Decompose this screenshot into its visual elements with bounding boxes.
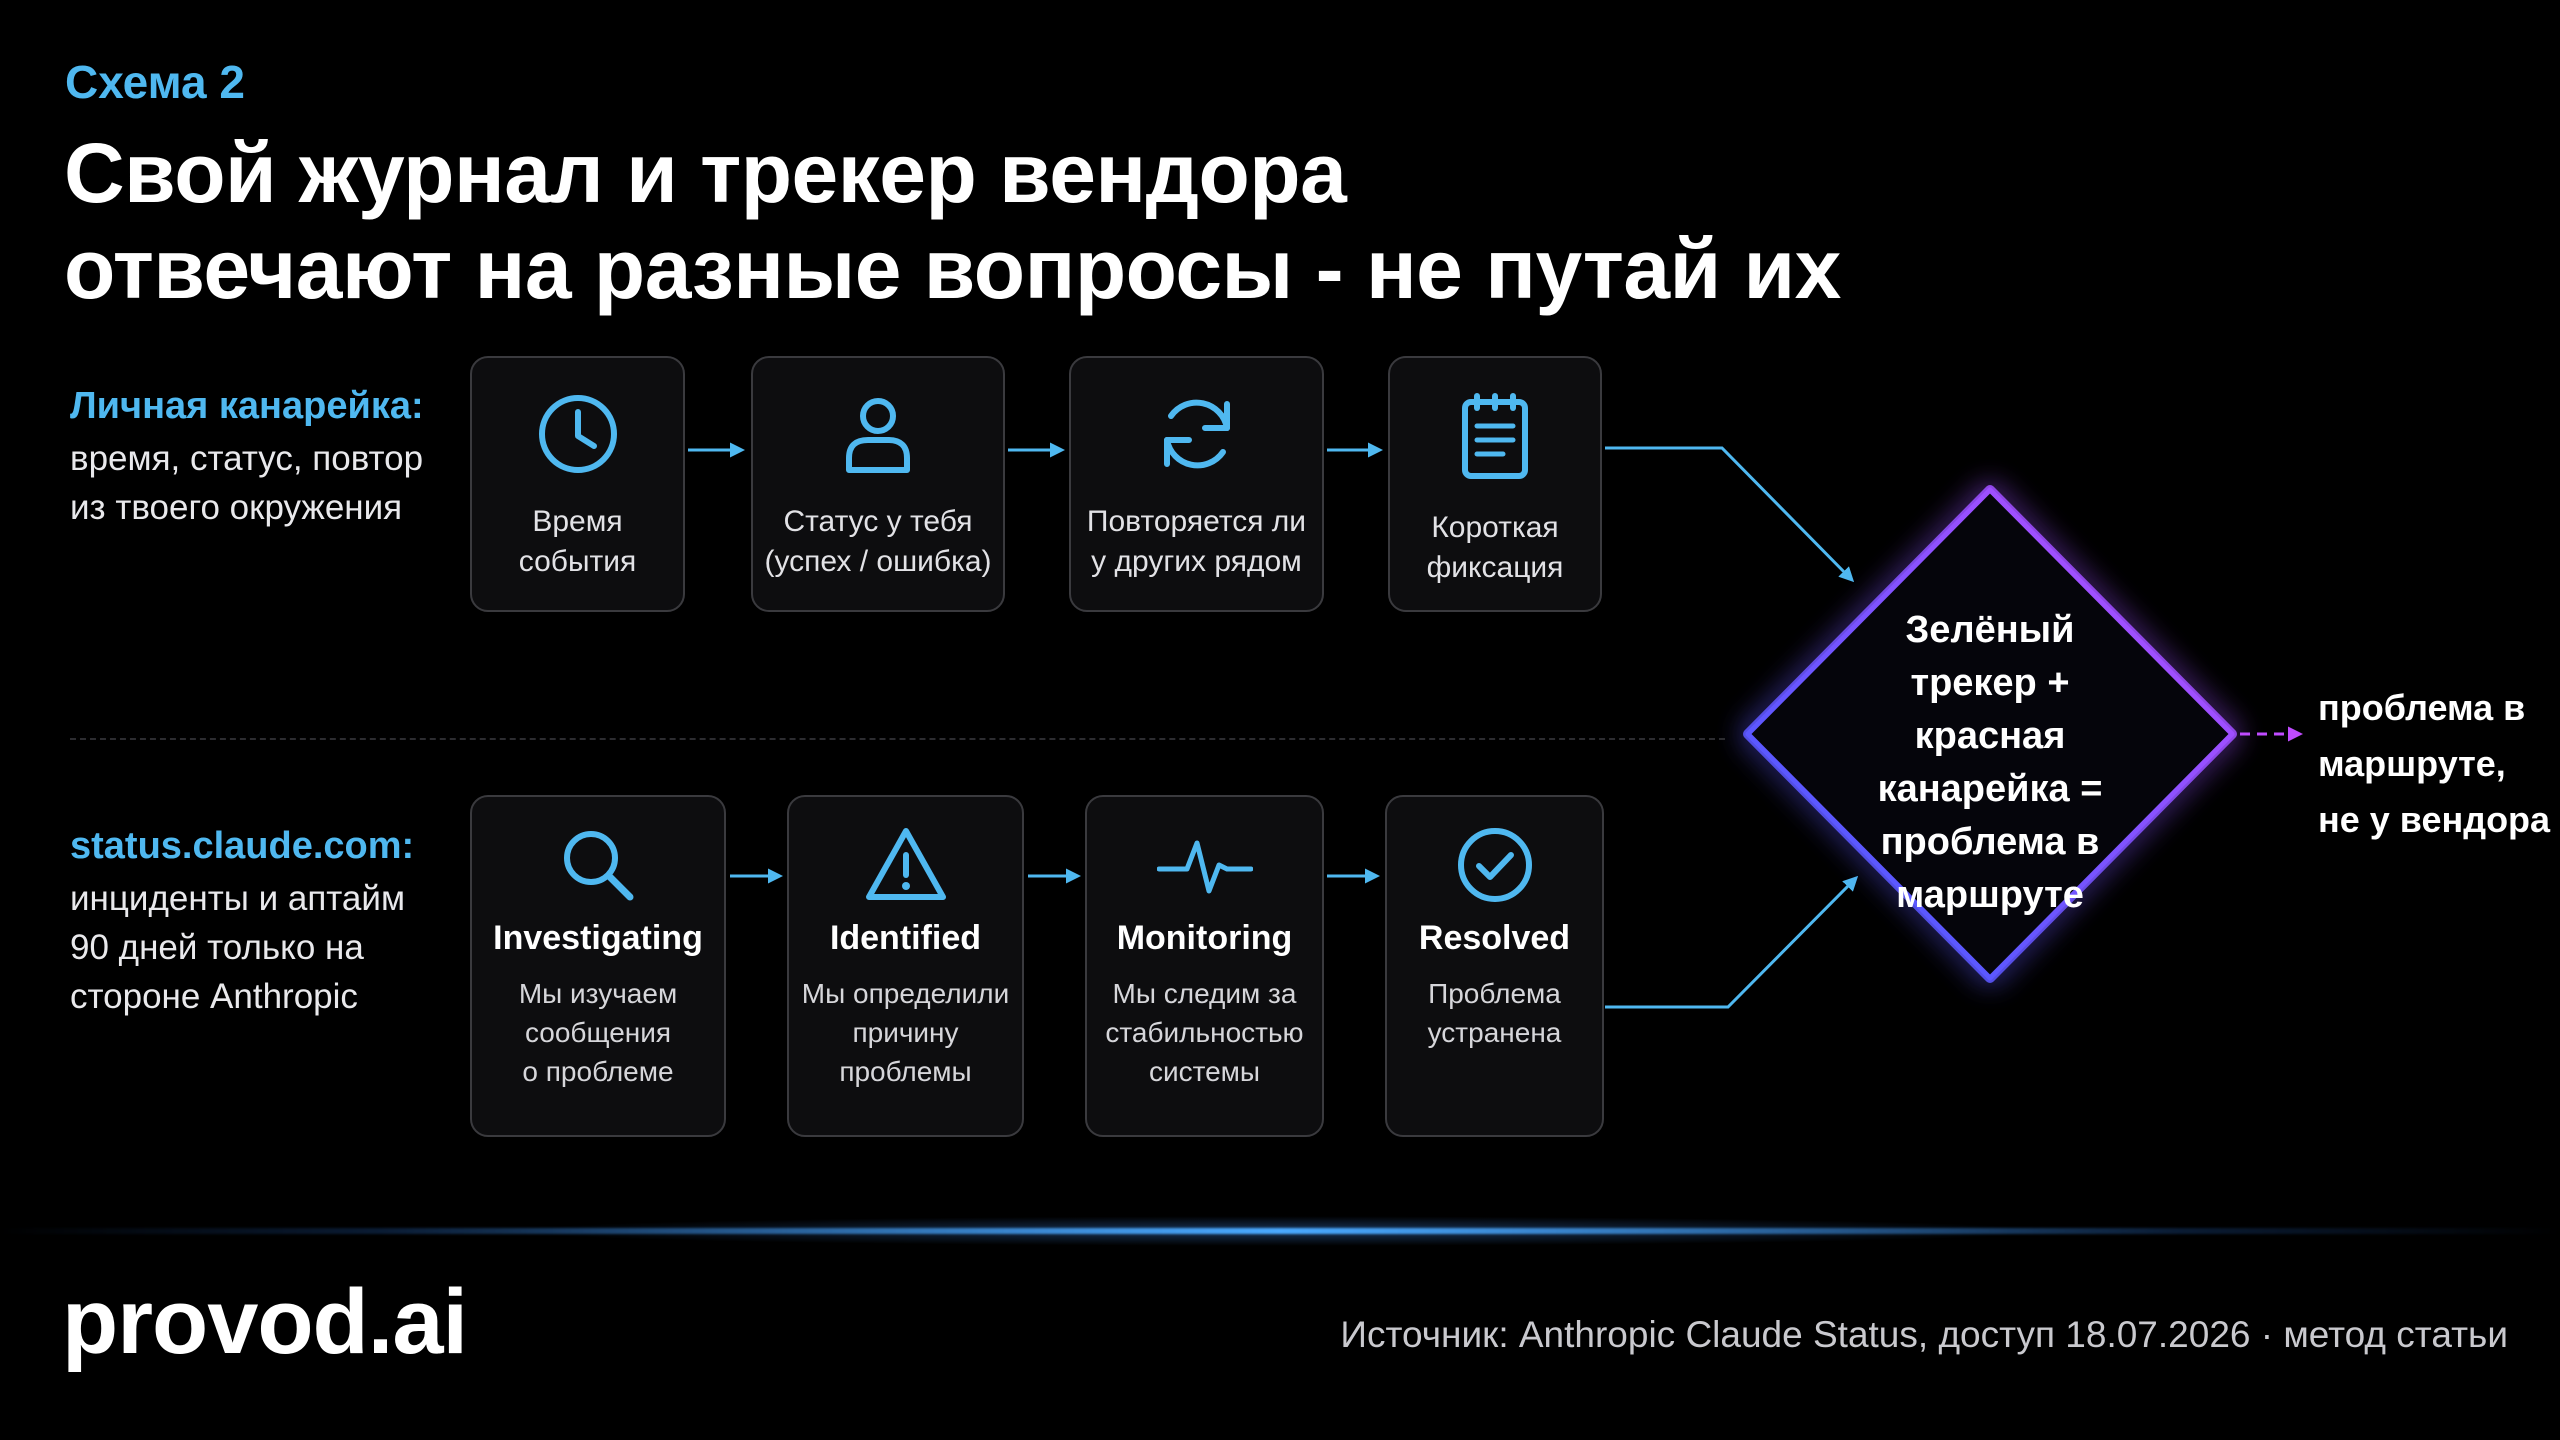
title-line-2: отвечают на разные вопросы - не путай их: [64, 222, 1841, 316]
card-monitoring: Monitoring Мы следим за стабильностью си…: [1085, 795, 1324, 1137]
card-repeat-check: Повторяется ли у других рядом: [1069, 356, 1324, 612]
decision-line-2: трекер + красная: [1910, 662, 2070, 757]
card-short-note: Короткая фиксация: [1388, 356, 1602, 612]
caption-line-1: Время: [532, 505, 623, 538]
status-state-label: Identified: [829, 919, 982, 957]
desc-line-2: устранена: [1427, 1017, 1562, 1048]
diagram-eyebrow: Схема 2: [65, 56, 246, 108]
desc-line-1: Проблема: [1428, 978, 1561, 1009]
card-caption: Короткая фиксация: [1427, 508, 1564, 588]
desc-line-1: Мы изучаем: [518, 978, 678, 1009]
desc-line-2: причину: [852, 1017, 959, 1048]
row2-sub-line-3: стороне Anthropic: [70, 977, 358, 1016]
status-description: Мы определили причину проблемы: [802, 974, 1009, 1091]
decision-line-3: канарейка =: [1877, 768, 2103, 810]
caption-line-1: Короткая: [1431, 511, 1559, 544]
pulse-icon: [1156, 840, 1253, 894]
caption-line-2: у других рядом: [1091, 545, 1302, 578]
connector-bottom: [1605, 875, 1859, 1009]
row1-subtext: время, статус, повтор из твоего окружени…: [70, 434, 450, 532]
clock-icon: [538, 395, 617, 473]
row2-sub-line-2: 90 дней только на: [70, 928, 364, 967]
status-state-label: Monitoring: [1116, 919, 1293, 957]
connector-top: [1605, 446, 1855, 583]
status-description: Мы следим за стабильностью системы: [1105, 974, 1303, 1091]
decision-line-5: маршруте: [1896, 874, 2084, 916]
row1-heading: Личная канарейка:: [70, 385, 424, 427]
status-description: Мы изучаем сообщения о проблеме: [519, 974, 677, 1091]
footer-divider: [0, 1228, 2560, 1234]
row2-heading: status.claude.com:: [70, 825, 415, 867]
card-event-time: Время события: [470, 356, 685, 612]
decision-line-4: проблема в: [1880, 821, 2100, 863]
caption-line-2: фиксация: [1426, 551, 1564, 584]
result-line-1: проблема в: [2318, 687, 2526, 728]
result-line-3: не у вендора: [2318, 799, 2551, 840]
decision-line-1: Зелёный: [1905, 609, 2075, 651]
card-identified: Identified Мы определили причину проблем…: [787, 795, 1024, 1137]
caption-line-2: события: [518, 545, 637, 578]
row1-label: Личная канарейка: время, статус, повтор …: [70, 382, 450, 532]
card-caption: Время события: [519, 502, 637, 582]
status-state-label: Resolved: [1418, 919, 1571, 957]
row-divider: [70, 738, 1725, 740]
row1-sub-line-2: из твоего окружения: [70, 488, 403, 527]
result-text: проблема в маршруте, не у вендора: [2318, 680, 2558, 848]
desc-line-3: о проблеме: [522, 1056, 674, 1087]
desc-line-2: стабильностью: [1105, 1017, 1304, 1048]
search-icon: [564, 831, 634, 901]
source-note: Источник: Anthropic Claude Status, досту…: [1340, 1314, 2508, 1355]
result-line-2: маршруте,: [2318, 743, 2506, 784]
desc-line-1: Мы определили: [801, 978, 1010, 1009]
check-circle-icon: [1457, 828, 1532, 902]
clipboard-icon: [1462, 393, 1528, 479]
brand-logo: provod.ai: [62, 1271, 468, 1373]
caption-line-2: (успех / ошибка): [764, 545, 992, 578]
row2-subtext: инциденты и аптайм 90 дней только на сто…: [70, 874, 450, 1021]
card-caption: Повторяется ли у других рядом: [1087, 502, 1306, 582]
caption-line-1: Повторяется ли: [1086, 505, 1307, 538]
status-description: Проблема устранена: [1428, 974, 1562, 1052]
refresh-icon: [1163, 399, 1230, 469]
card-resolved: Resolved Проблема устранена: [1385, 795, 1604, 1137]
page-title: Свой журнал и трекер вендора отвечают на…: [64, 125, 2064, 317]
user-icon: [846, 398, 910, 473]
decision-text: Зелёный трекер + красная канарейка = про…: [1830, 604, 2150, 922]
title-line-1: Свой журнал и трекер вендора: [64, 126, 1347, 220]
row2-label: status.claude.com: инциденты и аптайм 90…: [70, 822, 450, 1021]
caption-line-1: Статус у тебя: [783, 505, 973, 538]
card-your-status: Статус у тебя (успех / ошибка): [751, 356, 1005, 612]
desc-line-3: проблемы: [839, 1056, 972, 1087]
row1-sub-line-1: время, статус, повтор: [70, 439, 424, 478]
desc-line-2: сообщения: [524, 1017, 672, 1048]
warning-icon: [865, 828, 946, 900]
card-investigating: Investigating Мы изучаем сообщения о про…: [470, 795, 726, 1137]
row2-sub-line-1: инциденты и аптайм: [70, 879, 406, 918]
desc-line-1: Мы следим за: [1112, 978, 1297, 1009]
status-state-label: Investigating: [493, 919, 703, 957]
decision-diamond: [1743, 485, 2237, 983]
desc-line-3: системы: [1148, 1056, 1261, 1087]
card-caption: Статус у тебя (успех / ошибка): [764, 502, 991, 582]
